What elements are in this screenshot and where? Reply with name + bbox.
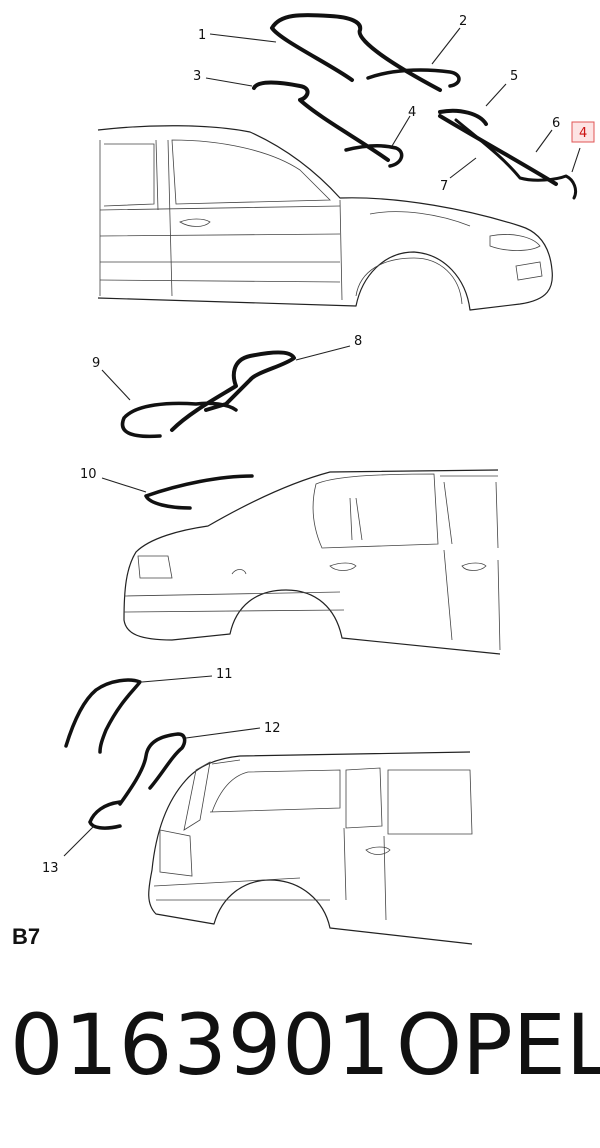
callout-6: 6 [552, 116, 560, 131]
part-11-seal [64, 678, 142, 754]
part-9-seal [120, 401, 238, 439]
part-1-seal [270, 13, 442, 92]
callout-1: 1 [198, 28, 206, 43]
callout-3: 3 [193, 69, 201, 84]
callout-4-highlighted: 4 [579, 126, 587, 141]
section-label: B7 [12, 924, 41, 949]
part-5-strip [438, 108, 488, 126]
part-10-seal [144, 474, 254, 510]
wagon-rear-drawing [148, 751, 473, 945]
callout-7: 7 [440, 179, 448, 194]
callout-4: 4 [408, 105, 416, 120]
brand-name: OPEL [396, 996, 600, 1094]
part-7-strip [454, 118, 578, 200]
sedan-rear-drawing [123, 469, 501, 655]
part-6-strip [438, 114, 558, 186]
part-13-seal [88, 800, 122, 830]
callout-11: 11 [216, 667, 233, 682]
part-4-seal [344, 144, 404, 168]
part-3-seal [252, 80, 390, 162]
part-2-seal [366, 68, 461, 88]
sedan-front-drawing [97, 125, 553, 311]
highlight-box [571, 121, 595, 143]
part-number: 0163901 [10, 996, 392, 1094]
callout-5: 5 [510, 69, 518, 84]
callout-13: 13 [42, 861, 59, 876]
callout-2: 2 [459, 14, 467, 29]
part-12-seal [118, 732, 187, 806]
callout-9: 9 [92, 356, 100, 371]
callout-12: 12 [264, 721, 281, 736]
callout-8: 8 [354, 334, 362, 349]
callout-10: 10 [80, 467, 97, 482]
part-8-seal [170, 350, 296, 432]
